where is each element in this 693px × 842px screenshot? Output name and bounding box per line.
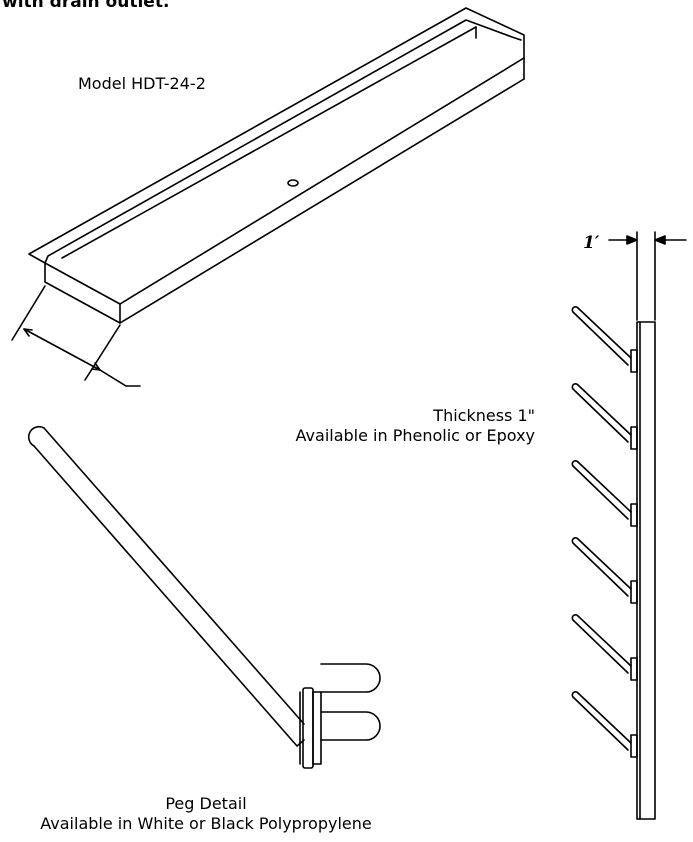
peg-material-label: Available in White or Black Polypropylen…: [40, 814, 372, 833]
model-label: Model HDT-24-2: [78, 74, 206, 93]
peg-1: [571, 306, 638, 373]
panel-material-label: Available in Phenolic or Epoxy: [295, 426, 535, 445]
peg-6: [571, 691, 638, 758]
panel: [636, 321, 656, 820]
peg-3: [571, 460, 638, 527]
drain-outlet: [287, 179, 299, 187]
drip-tray-drawing: [11, 7, 525, 387]
thickness-dimension-label: 1′: [583, 233, 600, 253]
peg-detail-drawing: [27, 425, 381, 769]
thickness-caption: Thickness 1" Available in Phenolic or Ep…: [296, 406, 535, 446]
thickness-label: Thickness 1": [433, 406, 535, 425]
peg-5: [571, 614, 638, 681]
pegboard-drawing: [571, 231, 687, 820]
header-fragment: with drain outlet.: [2, 0, 170, 12]
peg-title: Peg Detail: [165, 794, 247, 813]
peg-4: [571, 537, 638, 604]
peg-2: [571, 383, 638, 450]
peg-caption: Peg Detail Available in White or Black P…: [0, 794, 412, 834]
